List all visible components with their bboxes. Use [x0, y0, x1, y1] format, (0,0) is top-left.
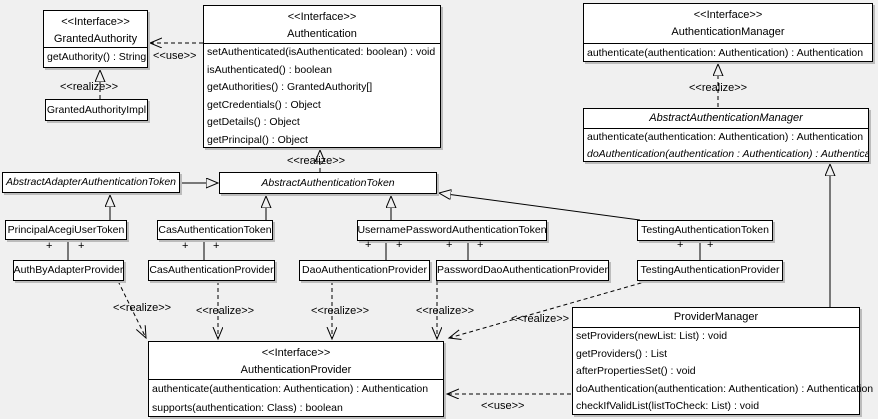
assoc-plus: +: [677, 239, 684, 251]
class-name: UsernamePasswordAuthenticationToken: [357, 224, 547, 236]
class-name: ProviderManager: [673, 311, 759, 323]
assoc-plus: +: [182, 240, 189, 252]
realize-label: <<realize>>: [311, 305, 370, 317]
class-testing-authentication-provider[interactable]: TestingAuthenticationProvider: [637, 260, 783, 281]
class-name: CasAuthenticationProvider: [149, 264, 274, 276]
class-cas-authentication-provider[interactable]: CasAuthenticationProvider: [148, 260, 275, 281]
method-label: afterPropertiesSet() : void: [576, 365, 696, 378]
class-provider-manager[interactable]: ProviderManager setProviders(newList: Li…: [572, 307, 874, 415]
realize-label: <<realize>>: [287, 155, 346, 167]
method-label: setProviders(newList: List) : void: [576, 330, 728, 342]
class-name: TestingAuthenticationProvider: [640, 264, 780, 276]
method-label: doAuthentication(authentication: Authent…: [576, 382, 874, 395]
class-granted-authority-impl[interactable]: GrantedAuthorityImpl: [45, 99, 148, 121]
class-name: AbstractAuthenticationManager: [649, 112, 803, 124]
stereotype-label: <<Interface>>: [261, 347, 331, 359]
use-label: <<use>>: [481, 400, 525, 412]
method-label: getDetails() : Object: [207, 116, 300, 128]
method-label: authenticate(authentication: Authenticat…: [152, 383, 429, 395]
class-principal-acegi-user-token[interactable]: PrincipalAcegiUserToken: [5, 220, 127, 240]
assoc-plus: +: [446, 239, 453, 251]
method-label: authenticate(authentication: Authenticat…: [587, 131, 864, 143]
method-label: getCredentials() : Object: [207, 98, 321, 111]
realize-label: <<realize>>: [196, 305, 255, 317]
edge-realize-authbyadapterprovider[interactable]: [117, 280, 146, 338]
class-password-dao-authentication-provider[interactable]: PasswordDaoAuthenticationProvider: [436, 260, 609, 281]
method-label: getAuthority() : String: [47, 51, 147, 63]
assoc-plus: +: [396, 239, 403, 251]
assoc-plus: +: [707, 239, 714, 251]
realize-label: <<realize>>: [416, 305, 475, 317]
class-granted-authority[interactable]: <<Interface>> GrantedAuthority getAuthor…: [43, 10, 148, 68]
method-label: getAuthorities() : GrantedAuthority[]: [207, 81, 373, 93]
assoc-plus: +: [477, 239, 484, 251]
class-name: AbstractAdapterAuthenticationToken: [5, 176, 177, 188]
class-dao-authentication-provider[interactable]: DaoAuthenticationProvider: [299, 260, 430, 281]
method-label: supports(authentication: Class) : boolea…: [152, 401, 343, 414]
class-username-password-authentication-token[interactable]: UsernamePasswordAuthenticationToken: [357, 220, 547, 241]
assoc-plus: +: [46, 240, 53, 252]
class-name: GrantedAuthority: [53, 33, 138, 45]
class-name: DaoAuthenticationProvider: [302, 264, 427, 276]
class-authentication-provider[interactable]: <<Interface>> AuthenticationProvider aut…: [148, 341, 444, 417]
class-name: TestingAuthenticationToken: [641, 224, 769, 236]
method-label: checkIfValidList(listToCheck: List) : vo…: [576, 400, 760, 413]
assoc-plus: +: [365, 239, 372, 251]
stereotype-label: <<Interface>>: [287, 11, 357, 23]
class-name: AbstractAuthenticationToken: [261, 176, 395, 189]
stereotype-label: <<Interface>>: [61, 16, 130, 28]
assoc-plus: +: [213, 240, 220, 252]
realize-label: <<realize>>: [511, 313, 570, 325]
stereotype-label: <<Interface>>: [693, 9, 763, 21]
realize-label: <<realize>>: [689, 82, 748, 94]
class-name: PrincipalAcegiUserToken: [7, 223, 125, 236]
edge-generalization-testing-token[interactable]: [439, 193, 641, 221]
method-label: authenticate(authentication: Authenticat…: [587, 47, 864, 59]
method-label: doAuthentication(authentication : Authen…: [587, 148, 869, 160]
class-abstract-authentication-token[interactable]: AbstractAuthenticationToken: [219, 172, 437, 194]
method-label: setAuthenticated(isAuthenticated: boolea…: [207, 46, 436, 58]
class-name: AuthByAdapterProvider: [13, 264, 124, 276]
class-authentication[interactable]: <<Interface>> Authentication setAuthenti…: [203, 5, 441, 148]
method-label: getPrincipal() : Object: [207, 133, 308, 146]
realize-label: <<realize>>: [113, 302, 172, 314]
class-name: AuthenticationManager: [671, 26, 785, 38]
class-testing-authentication-token[interactable]: TestingAuthenticationToken: [637, 220, 773, 241]
use-label: <<use>>: [153, 50, 197, 62]
class-auth-by-adapter-provider[interactable]: AuthByAdapterProvider: [13, 260, 124, 281]
realize-label: <<realize>>: [60, 81, 119, 93]
class-name: PasswordDaoAuthenticationProvider: [437, 264, 609, 276]
method-label: isAuthenticated() : boolean: [207, 63, 332, 76]
class-abstract-adapter-authentication-token[interactable]: AbstractAdapterAuthenticationToken: [2, 172, 180, 193]
method-label: getProviders() : List: [576, 347, 668, 360]
class-name: GrantedAuthorityImpl: [46, 103, 147, 116]
class-name: AuthenticationProvider: [240, 364, 352, 376]
class-abstract-authentication-manager[interactable]: AbstractAuthenticationManager authentica…: [583, 108, 869, 162]
class-authentication-manager[interactable]: <<Interface>> AuthenticationManager auth…: [583, 3, 873, 62]
class-name: CasAuthenticationToken: [158, 223, 272, 236]
class-cas-authentication-token[interactable]: CasAuthenticationToken: [157, 220, 273, 240]
assoc-plus: +: [78, 240, 85, 252]
class-name: Authentication: [287, 28, 357, 40]
